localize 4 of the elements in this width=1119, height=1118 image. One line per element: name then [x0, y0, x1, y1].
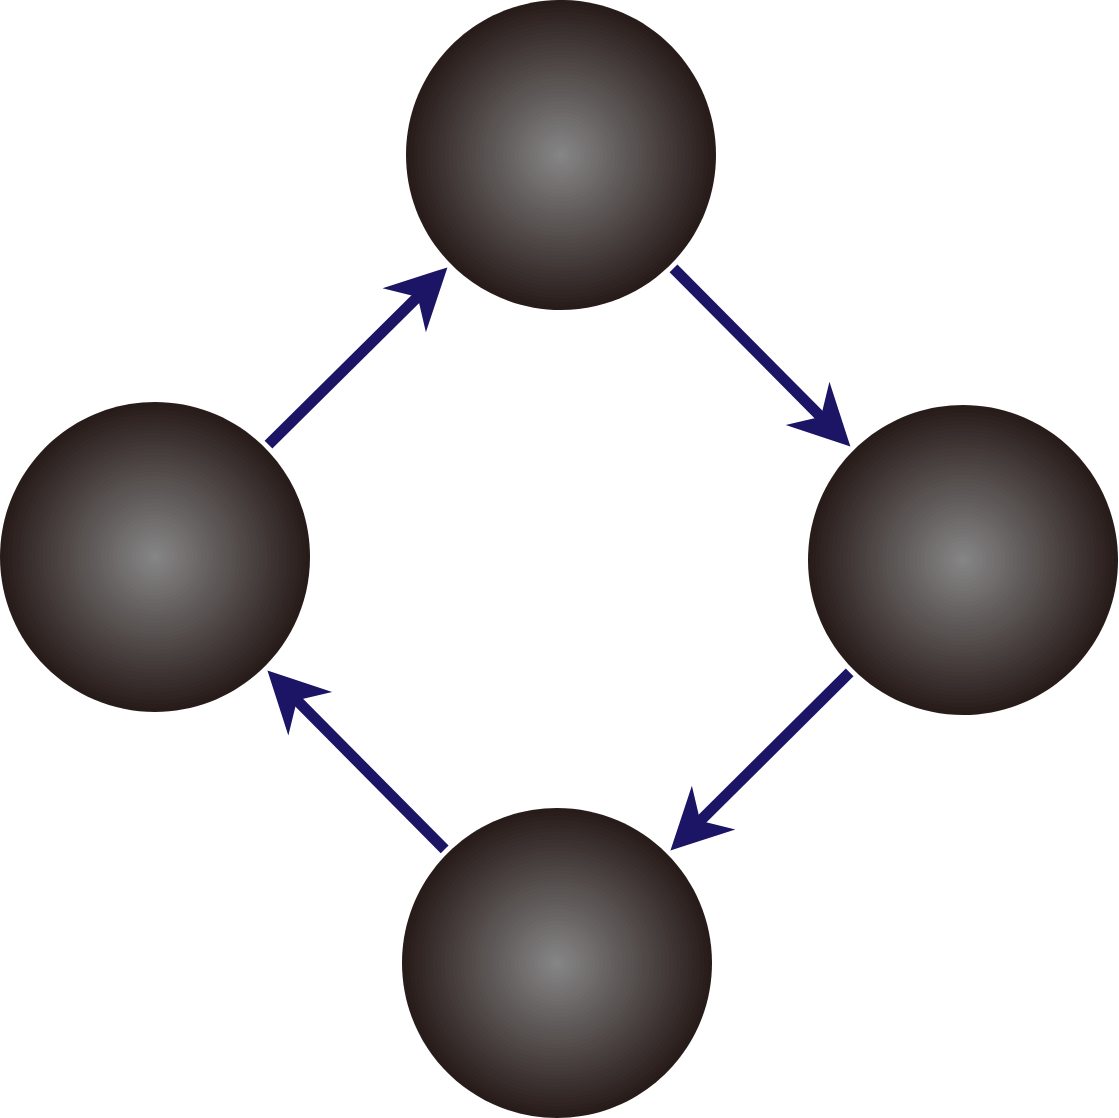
sphere	[808, 405, 1118, 715]
sphere	[0, 402, 310, 712]
sphere	[406, 0, 716, 310]
sphere	[402, 808, 712, 1118]
